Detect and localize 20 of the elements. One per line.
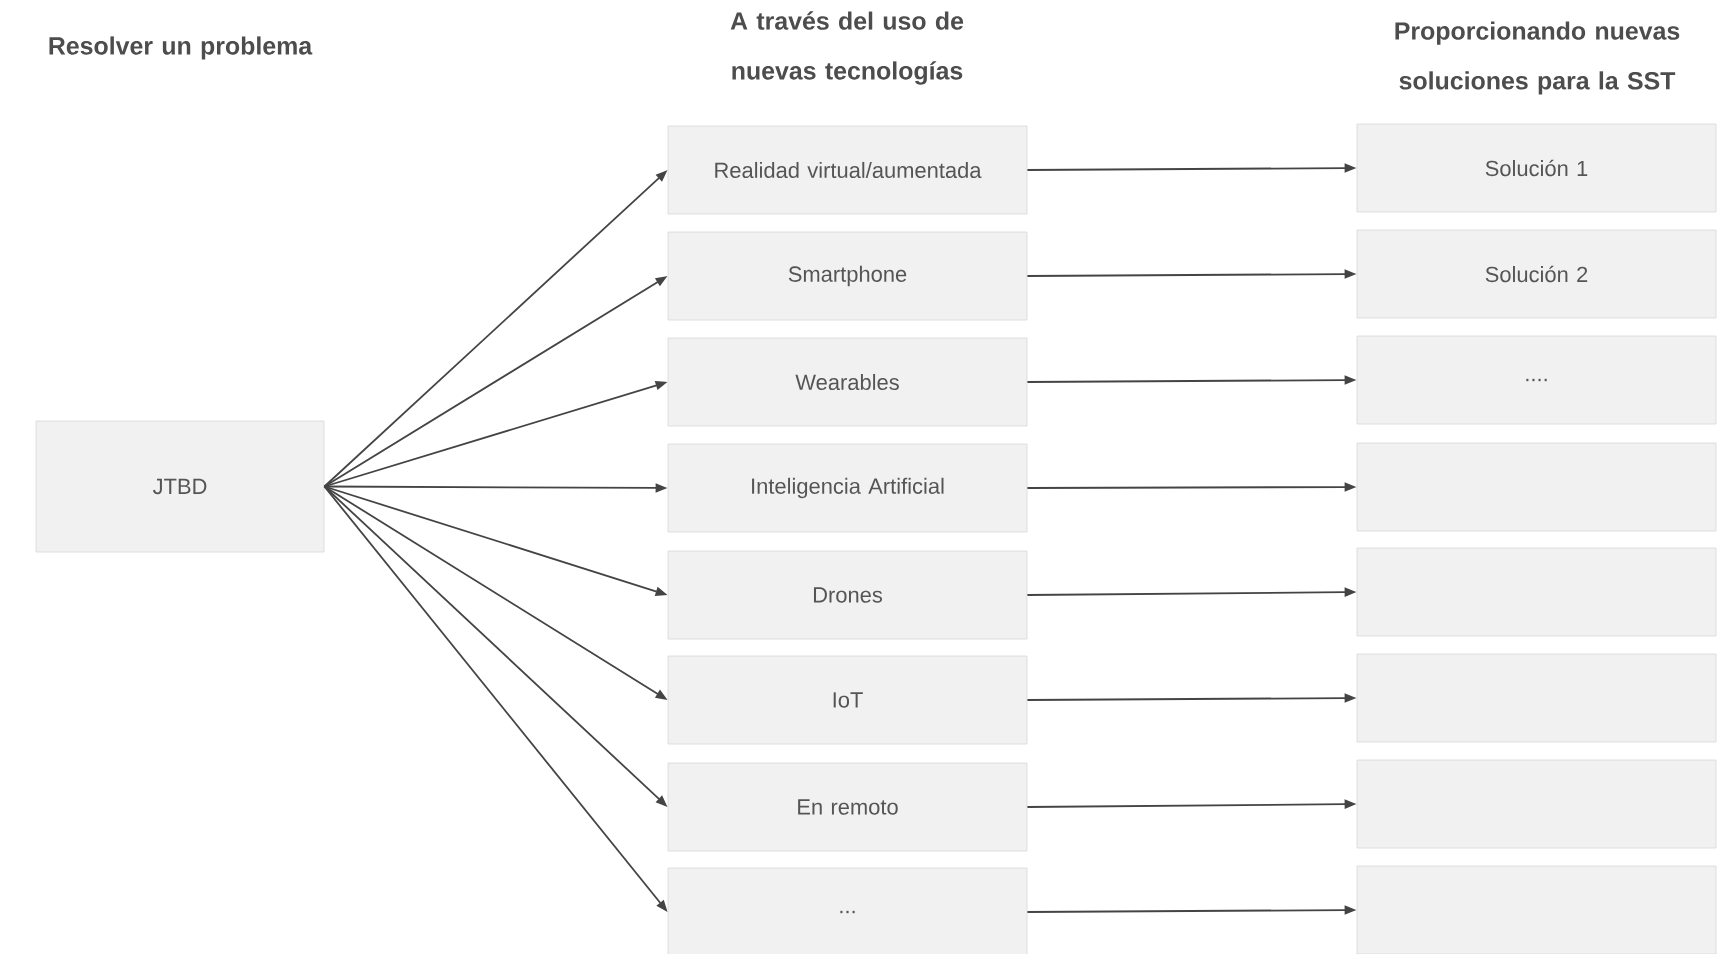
empty-box <box>1356 865 1717 954</box>
empty-box <box>1356 759 1717 849</box>
column-heading: A través del uso de nuevas tecnologías <box>730 11 964 85</box>
process-box: Smartphone <box>667 231 1028 321</box>
process-box: Wearables <box>667 337 1028 427</box>
process-box: En remoto <box>667 762 1028 852</box>
process-box: Solución 1 <box>1356 123 1717 213</box>
column-heading: Resolver un problema <box>49 36 313 60</box>
process-box: IoT <box>667 655 1028 745</box>
column-heading: Proporcionando nuevas soluciones para la SST <box>1395 21 1680 95</box>
process-box: Drones <box>667 550 1028 640</box>
process-box: Inteligencia Artificial <box>667 443 1028 533</box>
process-box: JTBD <box>35 420 325 553</box>
process-box: Solución 2 <box>1356 229 1717 319</box>
empty-box <box>1356 547 1717 637</box>
empty-box <box>1356 653 1717 743</box>
empty-box <box>1356 442 1717 532</box>
process-box: Realidad virtual/aumentada <box>667 125 1028 215</box>
process-box: .... <box>1356 335 1717 425</box>
process-box: ... <box>667 867 1028 954</box>
